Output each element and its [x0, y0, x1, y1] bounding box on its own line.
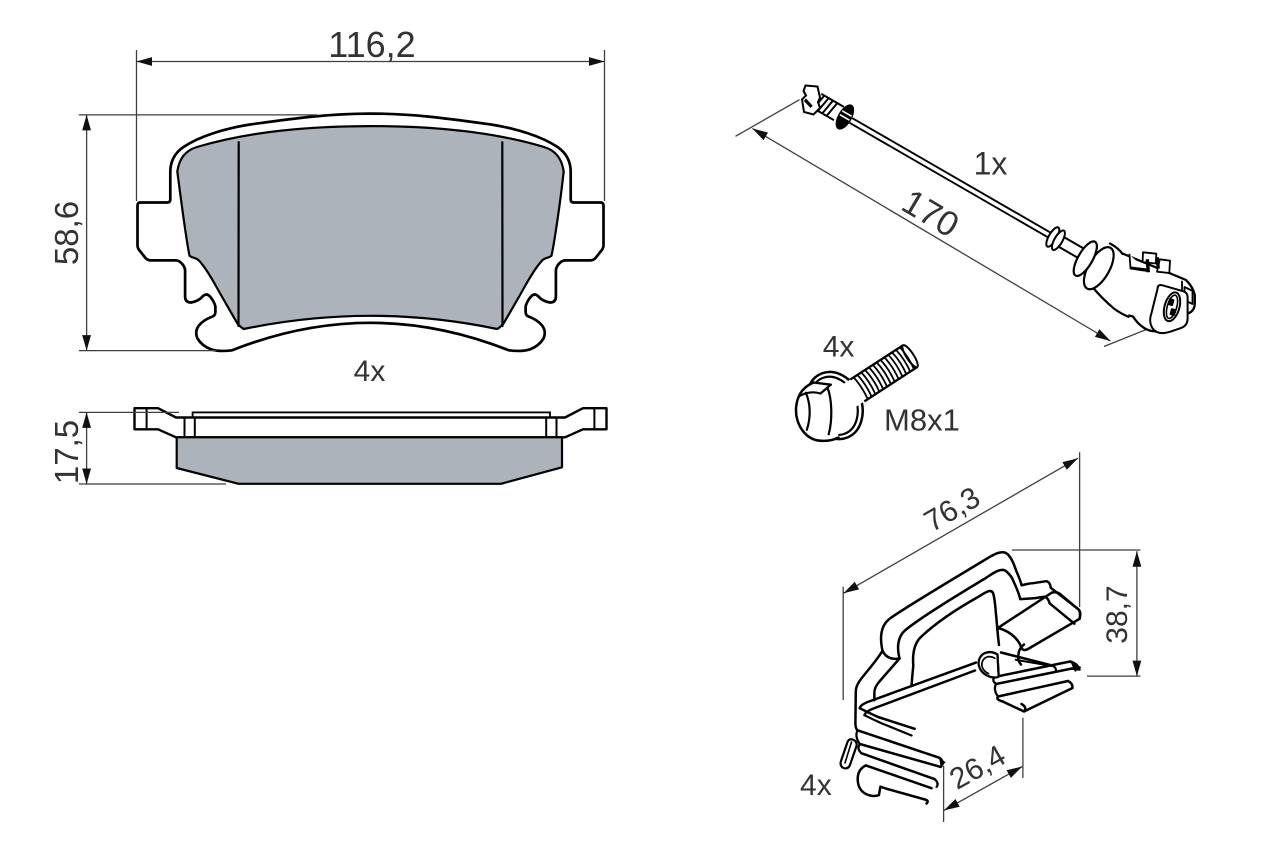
svg-text:4x: 4x	[800, 769, 832, 802]
svg-text:1x: 1x	[974, 146, 1008, 182]
svg-text:116,2: 116,2	[328, 24, 415, 65]
svg-text:M8x1: M8x1	[884, 403, 960, 438]
svg-text:4x: 4x	[354, 355, 386, 388]
svg-text:17,5: 17,5	[48, 420, 85, 484]
svg-text:38,7: 38,7	[1101, 585, 1134, 643]
svg-text:4x: 4x	[823, 331, 855, 364]
svg-text:58,6: 58,6	[48, 201, 85, 265]
